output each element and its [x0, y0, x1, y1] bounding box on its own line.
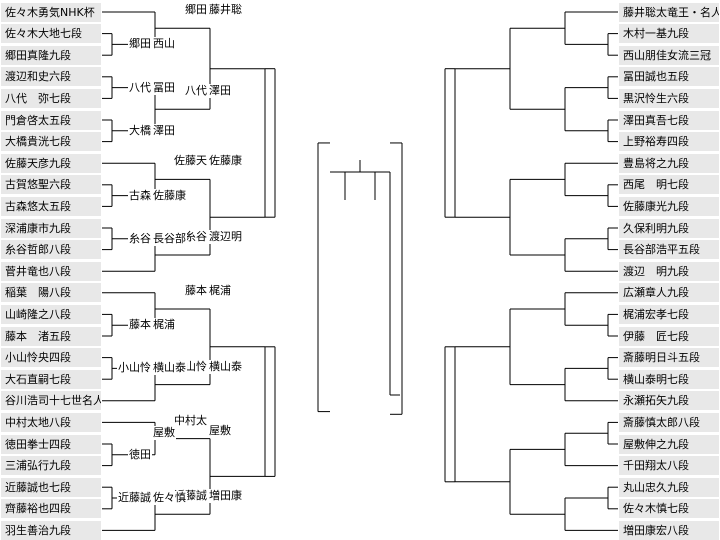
player-slot: 郷田真隆九段	[1, 45, 101, 65]
winner-label: 佐藤天	[173, 154, 208, 169]
winner-label: 佐藤康	[208, 154, 243, 169]
player-slot: 横山泰明七段	[619, 369, 719, 389]
player-slot: 門倉啓太五段	[1, 110, 101, 130]
player-slot: 斎藤明日斗五段	[619, 348, 719, 368]
player-slot: 大橋貴洸七段	[1, 132, 101, 152]
winner-label: 佐々慎	[152, 491, 187, 505]
winner-label: 屋敷	[152, 426, 176, 441]
winner-label: 藤本	[184, 284, 208, 298]
player-slot: 澤田真吾七段	[619, 110, 719, 130]
winner-label: 佐藤康	[152, 188, 187, 203]
player-slot: 佐藤天彦九段	[1, 153, 101, 173]
winner-label: 藤井聡	[208, 3, 243, 18]
player-slot: 古森悠太五段	[1, 196, 101, 216]
player-slot: 上野裕寿四段	[619, 132, 719, 152]
player-slot: 広瀬章人九段	[619, 283, 719, 303]
player-slot: 藤井聡太竜王・名人	[619, 2, 719, 22]
winner-label: 渡辺明	[208, 230, 243, 244]
player-slot: 永瀬拓矢九段	[619, 391, 719, 411]
winner-label: 増田康	[208, 489, 243, 504]
player-slot: 深浦康市九段	[1, 218, 101, 238]
player-slot: 近藤誠也七段	[1, 477, 101, 497]
winner-label: 澤田	[152, 123, 176, 138]
player-slot: 長谷部浩平五段	[619, 240, 719, 260]
winner-label: 徳田	[128, 447, 152, 462]
winner-label: 小山怜	[117, 361, 152, 376]
player-slot: 千田翔太八段	[619, 456, 719, 476]
winner-label: 中村太	[173, 413, 208, 428]
player-slot: 羽生善治九段	[1, 520, 101, 540]
winner-label: 梶浦	[152, 318, 176, 333]
winner-label: 八代	[184, 84, 208, 99]
player-slot: 西尾 明七段	[619, 175, 719, 195]
winner-label: 八代	[128, 80, 152, 95]
player-slot: 増田康宏八段	[619, 520, 719, 540]
player-slot: 小山怜央四段	[1, 348, 101, 368]
winner-label: 澤田	[208, 84, 232, 99]
player-slot: 冨田誠也五段	[619, 67, 719, 87]
player-slot: 西山朋佳女流三冠	[619, 45, 719, 65]
player-slot: 稲葉 陽八段	[1, 283, 101, 303]
winner-label: 屋敷	[208, 424, 232, 439]
player-slot: 黒沢怜生六段	[619, 88, 719, 108]
winner-label: 大橋	[128, 123, 152, 138]
player-slot: 木村一基九段	[619, 24, 719, 44]
player-slot: 佐藤康光九段	[619, 196, 719, 216]
player-slot: 中村太地八段	[1, 412, 101, 432]
player-slot: 糸谷哲郎八段	[1, 240, 101, 260]
winner-label: 糸谷	[128, 231, 152, 246]
player-slot: 菅井竜也八段	[1, 261, 101, 281]
player-slot: 大石直嗣七段	[1, 369, 101, 389]
player-slot: 古賀悠聖六段	[1, 175, 101, 195]
winner-label: 近藤誠	[117, 491, 152, 505]
winner-label: 郷田	[128, 37, 152, 52]
player-slot: 佐々木大地七段	[1, 24, 101, 44]
player-slot: 佐々木勇気NHK杯	[1, 2, 101, 22]
winner-label: 横山泰	[152, 361, 187, 376]
player-slot: 屋敷伸之九段	[619, 434, 719, 454]
winner-label: 梶浦	[208, 284, 232, 298]
player-slot: 佐々木慎七段	[619, 499, 719, 519]
winner-label: 糸谷	[184, 230, 208, 244]
player-slot: 徳田拳士四段	[1, 434, 101, 454]
player-slot: 渡辺和史六段	[1, 67, 101, 87]
player-slot: 渡辺 明九段	[619, 261, 719, 281]
winner-label: 西山	[152, 37, 176, 52]
player-slot: 梶浦宏孝七段	[619, 304, 719, 324]
player-slot: 山崎隆之八段	[1, 304, 101, 324]
winner-label: 横山泰	[208, 359, 243, 374]
player-slot: 斎藤慎太郎八段	[619, 412, 719, 432]
player-slot: 三浦弘行九段	[1, 456, 101, 476]
player-slot: 谷川浩司十七世名人	[1, 391, 101, 411]
player-slot: 齊藤裕也四段	[1, 499, 101, 519]
winner-label: 郷田	[184, 3, 208, 18]
player-slot: 伊藤 匠七段	[619, 326, 719, 346]
player-slot: 藤本 渚五段	[1, 326, 101, 346]
winner-label: 冨田	[152, 80, 176, 95]
winner-label: 古森	[128, 188, 152, 203]
player-slot: 豊島将之九段	[619, 153, 719, 173]
winner-label: 長谷部	[152, 231, 187, 246]
player-slot: 久保利明九段	[619, 218, 719, 238]
winner-label: 藤本	[128, 318, 152, 333]
player-slot: 八代 弥七段	[1, 88, 101, 108]
player-slot: 丸山忠久九段	[619, 477, 719, 497]
